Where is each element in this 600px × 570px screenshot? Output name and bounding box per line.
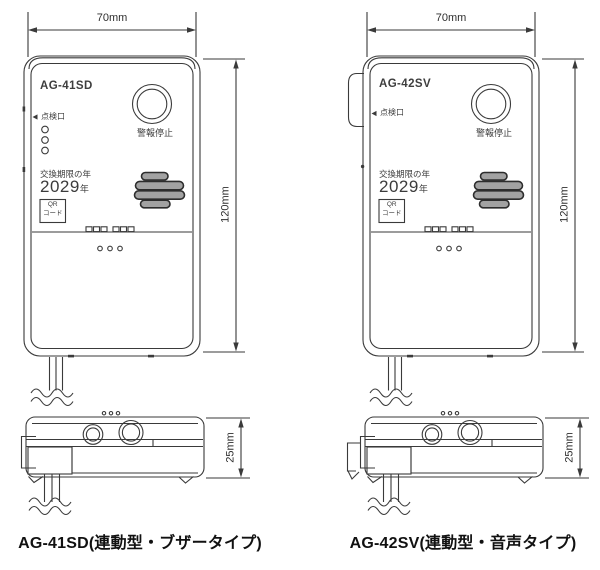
device-caption: AG-41SD(連動型・ブザータイプ) xyxy=(18,535,262,552)
width-dimension-label: 70mm xyxy=(435,12,467,24)
qr-label-line2: コード xyxy=(382,209,402,217)
qr-label-line1: QR xyxy=(386,201,397,208)
qr-label-line2: コード xyxy=(43,209,63,217)
inspection-port-label: 点検口 xyxy=(380,108,404,117)
qr-label-line1: QR xyxy=(47,201,58,208)
side-mount-tab xyxy=(347,72,364,128)
model-label: AG-41SD xyxy=(40,80,93,92)
depth-dimension-label: 25mm xyxy=(224,432,237,463)
side-view-clip xyxy=(346,442,361,480)
inspection-arrow-icon xyxy=(371,110,377,117)
alarm-stop-label: 警報停止 xyxy=(475,128,512,138)
width-dimension-label: 70mm xyxy=(96,12,128,24)
height-dimension-label: 120mm xyxy=(558,186,571,223)
alarm-stop-label: 警報停止 xyxy=(136,128,173,138)
edge-dot xyxy=(360,164,365,169)
replacement-year: 2029年 xyxy=(40,178,89,196)
replacement-year-suffix: 年 xyxy=(418,184,428,194)
height-dimension-label: 120mm xyxy=(219,186,232,223)
device-ag41sd-linework xyxy=(20,11,251,516)
model-label: AG-42SV xyxy=(379,78,432,90)
inspection-arrow-icon xyxy=(32,114,38,120)
edge-tick xyxy=(22,167,26,172)
replacement-title-label: 交換期限の年 xyxy=(40,168,92,179)
replacement-year-value: 2029 xyxy=(40,177,80,196)
device-ag42sv-linework xyxy=(346,11,590,516)
device-caption: AG-42SV(連動型・音声タイプ) xyxy=(349,535,577,552)
inspection-port-label: 点検口 xyxy=(41,111,65,121)
replacement-year: 2029年 xyxy=(379,178,428,196)
led-indicators xyxy=(41,125,49,155)
replacement-title-label: 交換期限の年 xyxy=(379,168,431,179)
depth-dimension-label: 25mm xyxy=(563,432,576,463)
replacement-year-suffix: 年 xyxy=(79,184,89,194)
replacement-year-value: 2029 xyxy=(379,177,419,196)
edge-tick xyxy=(22,106,26,112)
